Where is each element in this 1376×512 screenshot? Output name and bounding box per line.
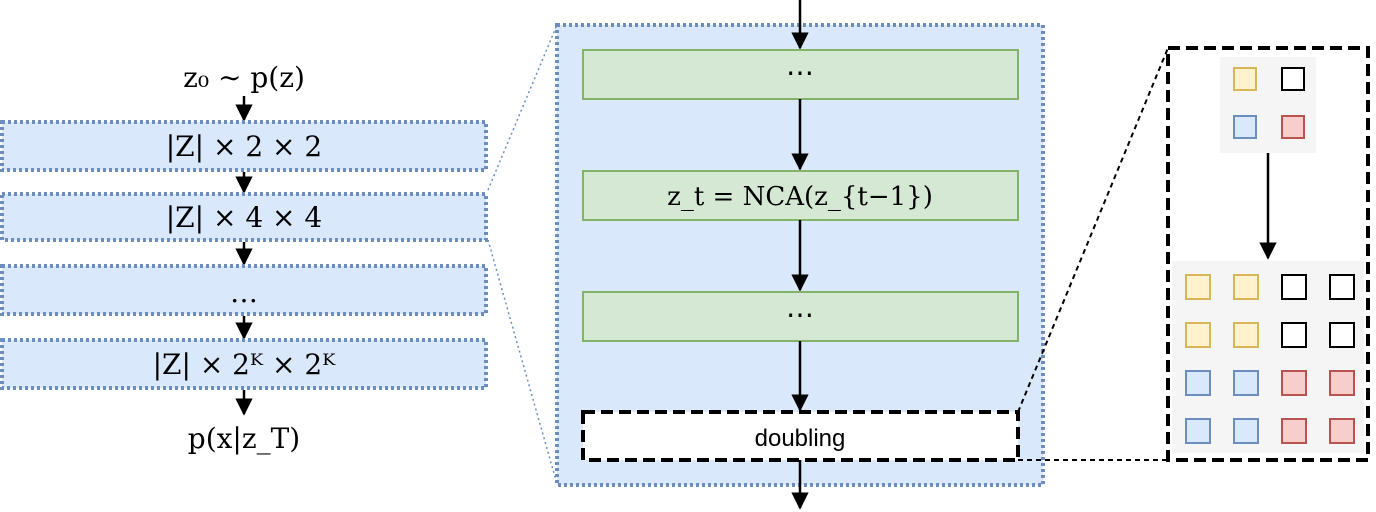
output-grid-cell-white [1329,274,1355,300]
doubling-label: doubling [755,425,846,452]
level-label-2: |Z| × 4 × 4 [166,201,322,234]
doubling-zoom-line-top [1017,47,1169,413]
input-grid [1233,67,1305,139]
zoom-line-top [487,24,558,191]
output-grid-cell-yellow [1233,274,1259,300]
output-grid [1185,274,1355,444]
output-grid-cell-red [1329,370,1355,396]
step-label-2: z_t = NCA(z_{t−1}) [667,182,933,212]
step-label-1: ⋯ [786,56,814,89]
input-grid-cell-white [1281,67,1305,91]
left-chain: z₀ ∼ p(z) |Z| × 2 × 2 |Z| × 4 × 4 … |Z| … [0,61,488,455]
decoder-output-label: p(x|z_T) [188,422,300,455]
level-label-4: |Z| × 2ᴷ × 2ᴷ [153,348,337,381]
doubling-box [581,410,1020,462]
step-box-2 [582,170,1019,221]
latent-prior-label: z₀ ∼ p(z) [183,61,305,94]
level-box-1 [0,120,488,172]
output-grid-cell-yellow [1233,322,1259,348]
output-grid-cell-red [1329,418,1355,444]
output-grid-cell-red [1281,418,1307,444]
output-grid-cell-blue [1185,418,1211,444]
zoom-line-bottom [487,239,558,485]
output-grid-cell-blue [1185,370,1211,396]
step-label-3: ⋯ [786,298,814,331]
middle-block: ⋯ z_t = NCA(z_{t−1}) ⋯ doubling [555,0,1045,510]
level-label-1: |Z| × 2 × 2 [166,130,322,163]
input-grid-cell-yellow [1233,67,1257,91]
output-grid-cell-white [1281,274,1307,300]
doubling-detail [1166,46,1370,462]
level-box-2 [0,192,488,242]
input-grid-cell-red [1281,115,1305,139]
output-grid-cell-red [1281,370,1307,396]
input-grid-cell-blue [1233,115,1257,139]
level-box-3 [0,264,488,316]
output-grid-cell-white [1329,322,1355,348]
output-grid-cell-blue [1233,418,1259,444]
output-grid-cell-white [1281,322,1307,348]
output-grid-cell-yellow [1185,322,1211,348]
output-grid-cell-yellow [1185,274,1211,300]
output-grid-cell-blue [1233,370,1259,396]
level-box-4 [0,338,488,390]
level-label-3: … [230,276,258,309]
